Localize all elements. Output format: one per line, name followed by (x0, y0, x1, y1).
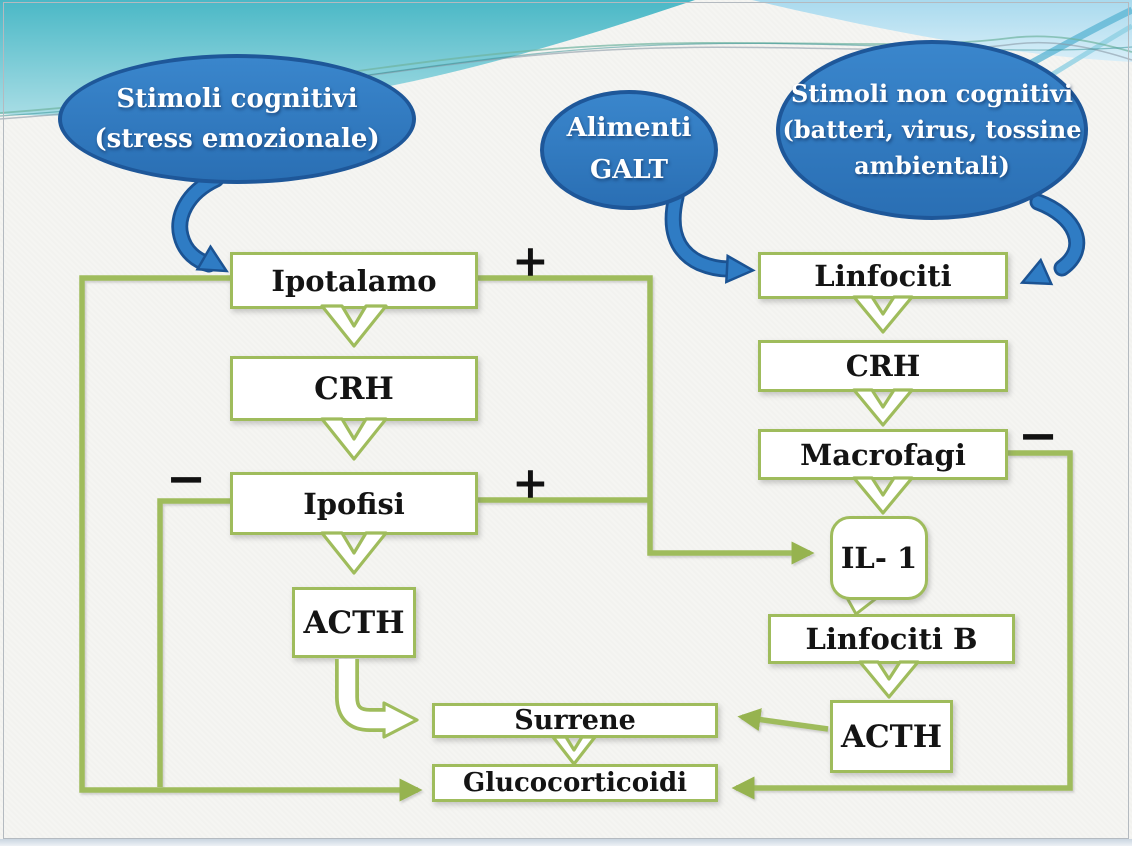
box-macrofagi: Macrofagi (758, 429, 1008, 480)
box-surrene: Surrene (432, 703, 718, 738)
lightblue-wave-shape (752, 0, 1132, 62)
ellipse-text-line: Stimoli non cognitivi (790, 79, 1074, 108)
arrow-galt-linfociti (667, 191, 734, 275)
box-ipotalamo: Ipotalamo (230, 252, 478, 309)
line-ipotalamo-il1 (478, 275, 815, 565)
chevron-linfociti-crh (852, 295, 914, 334)
feedback-line-ipotalamo-glucocorticoidi (79, 275, 423, 802)
feedback-line-ipofisi (157, 498, 230, 787)
box-glucocorticoidi: Glucocorticoidi (432, 764, 718, 802)
box-acth-right: ACTH (830, 700, 953, 773)
box-il-1: IL- 1 (830, 516, 928, 600)
box-acth-left: ACTH (292, 587, 416, 658)
box-linfociti: Linfociti (758, 252, 1008, 299)
arrow-galt-head (724, 253, 756, 284)
chevron-macrofagi-il1 (852, 476, 914, 515)
elbow-arrow-acth-surrene (335, 659, 419, 739)
chevron-linfocitib-acth (858, 660, 920, 699)
box-ipofisi: Ipofisi (230, 472, 478, 535)
chevron-ipotalamo-crh (320, 304, 388, 348)
ellipse-text-line: (batteri, virus, tossine (782, 115, 1082, 144)
feedback-line-macrofagi-glucocorticoidi (731, 450, 1073, 800)
plus-sign-ipofisi: + (512, 458, 549, 509)
line-acth-surrene (737, 708, 829, 732)
box-crh-left: CRH (230, 356, 478, 421)
ellipse-text-line: (stress emozionale) (94, 124, 380, 154)
minus-sign-ipofisi: − (166, 451, 207, 507)
blue-arrows (171, 170, 1086, 286)
arrow-noncognitivi-head (1019, 257, 1054, 286)
bottom-edge-strip (0, 839, 1132, 846)
ellipse-stimoli-cognitivi: Stimoli cognitivi (stress emozionale) (58, 54, 416, 184)
arrow-cognitivi-head (195, 244, 229, 273)
ellipse-text-line: Alimenti (566, 113, 692, 144)
plus-sign-ipotalamo: + (512, 236, 549, 287)
chevron-ipofisi-acth (320, 531, 388, 575)
ellipse-alimenti-galt: Alimenti GALT (540, 90, 718, 210)
arrow-noncognitivi-linfociti (1032, 196, 1083, 274)
box-crh-right: CRH (758, 340, 1008, 392)
minus-sign-macrofagi: − (1018, 408, 1059, 464)
ellipse-text-line: ambientali) (854, 151, 1010, 180)
chevron-crh-macrofagi (852, 388, 914, 427)
box-linfociti-b: Linfociti B (768, 614, 1015, 664)
arrow-cognitivi-ipotalamo (174, 173, 222, 270)
chevron-crh-ipofisi (320, 417, 388, 461)
chevron-surrene-glucocorticoidi (551, 735, 597, 766)
ellipse-stimoli-non-cognitivi: Stimoli non cognitivi (batteri, virus, t… (776, 40, 1088, 220)
ellipse-text-line: Stimoli cognitivi (116, 83, 358, 114)
ellipse-text-line: GALT (590, 155, 668, 185)
